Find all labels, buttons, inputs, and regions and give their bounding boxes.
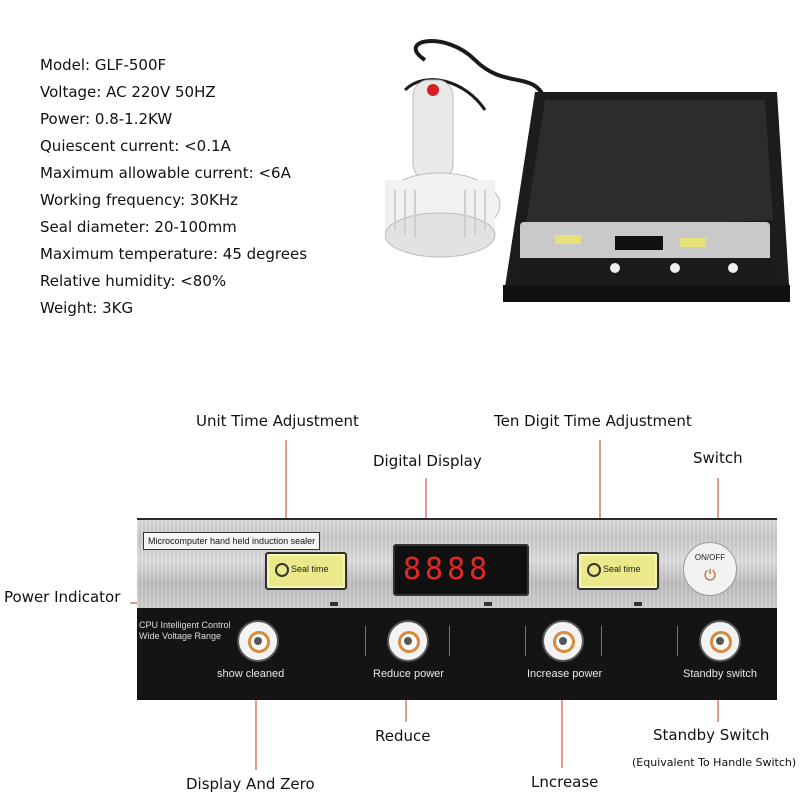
spec-max-current: Maximum allowable current: <6A <box>40 164 291 182</box>
standby-switch-button[interactable] <box>699 620 741 662</box>
power-indicator-led <box>330 602 338 606</box>
label-display-and-zero: Display And Zero <box>186 775 315 793</box>
seal-time-label: Seal time <box>291 564 329 574</box>
seal-time-ten-button[interactable]: Seal time <box>577 552 659 590</box>
spec-humidity: Relative humidity: <80% <box>40 272 227 290</box>
knob-center <box>559 637 567 645</box>
label-power-indicator: Power Indicator <box>4 588 121 606</box>
panel-title: Microcomputer hand held induction sealer <box>143 532 321 550</box>
knob-center <box>716 637 724 645</box>
label-standby-switch: Standby Switch <box>653 726 770 744</box>
divider <box>365 626 366 656</box>
divider <box>449 626 450 656</box>
standby-switch-label: Standby switch <box>683 668 757 680</box>
divider <box>601 626 602 656</box>
spec-weight: Weight: 3KG <box>40 299 134 317</box>
on-off-label: ON/OFF <box>694 553 726 562</box>
reduce-power-button[interactable] <box>387 620 429 662</box>
spec-quiescent-current: Quiescent current: <0.1A <box>40 137 231 155</box>
spec-list: Model: GLF-500F Voltage: AC 220V 50HZ Po… <box>40 52 307 322</box>
show-cleaned-label: show cleaned <box>217 668 285 680</box>
knob-center <box>254 637 262 645</box>
product-image <box>385 39 790 302</box>
power-icon: ⏻ <box>704 566 716 584</box>
label-standby-note: (Equivalent To Handle Switch) <box>632 756 797 769</box>
divider <box>677 626 678 656</box>
display-digits: 8888 <box>403 552 492 587</box>
indicator-led <box>634 602 642 606</box>
spec-max-temperature: Maximum temperature: 45 degrees <box>40 245 308 263</box>
label-digital-display: Digital Display <box>373 452 482 470</box>
control-panel: Microcomputer hand held induction sealer… <box>137 518 777 700</box>
spec-voltage: Voltage: AC 220V 50HZ <box>40 83 216 101</box>
increase-power-button[interactable] <box>542 620 584 662</box>
divider <box>525 626 526 656</box>
seal-time-unit-button[interactable]: Seal time <box>265 552 347 590</box>
digital-display: 8888 <box>393 544 529 596</box>
label-unit-time-adjustment: Unit Time Adjustment <box>196 412 359 430</box>
label-increase: Lncrease <box>531 773 599 791</box>
spec-model: Model: GLF-500F <box>40 56 167 74</box>
seal-time-label: Seal time <box>603 564 641 574</box>
on-off-switch[interactable]: ON/OFF ⏻ <box>683 542 737 596</box>
label-switch: Switch <box>693 449 743 467</box>
label-reduce: Reduce <box>375 727 431 745</box>
clock-icon <box>587 563 601 577</box>
cpu-text: CPU Intelligent Control Wide Voltage Ran… <box>139 620 231 641</box>
spec-power: Power: 0.8-1.2KW <box>40 110 173 128</box>
show-cleaned-button[interactable] <box>237 620 279 662</box>
knob-center <box>404 637 412 645</box>
increase-power-label: Increase power <box>527 668 603 680</box>
clock-icon <box>275 563 289 577</box>
label-ten-digit-time-adjustment: Ten Digit Time Adjustment <box>494 412 692 430</box>
panel-bottom <box>137 608 777 700</box>
spec-frequency: Working frequency: 30KHz <box>40 191 238 209</box>
indicator-led <box>484 602 492 606</box>
spec-seal-diameter: Seal diameter: 20-100mm <box>40 218 237 236</box>
reduce-power-label: Reduce power <box>373 668 444 680</box>
